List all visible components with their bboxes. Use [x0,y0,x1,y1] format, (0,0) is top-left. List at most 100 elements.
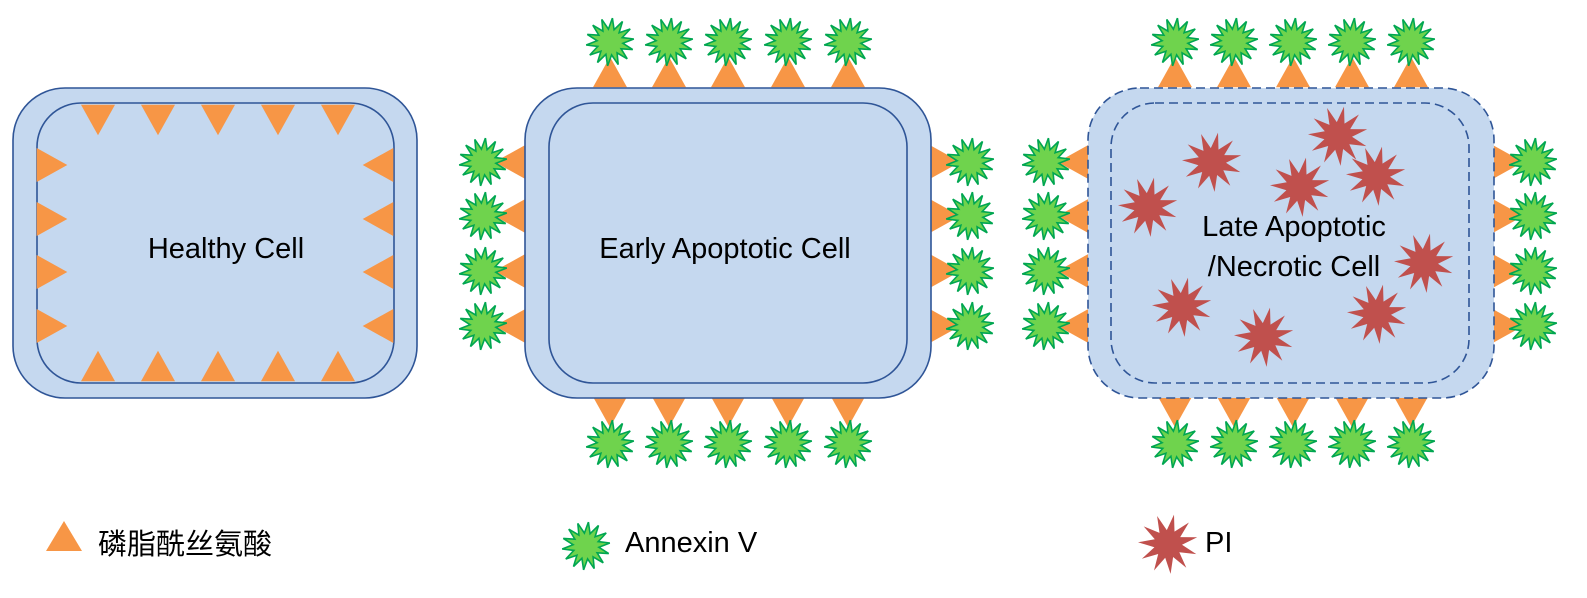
ps-triangle-icon [1158,396,1192,428]
ps-triangle-icon [494,199,526,233]
ps-triangle-icon [36,202,68,236]
annexin-v-starburst-icon [945,301,995,351]
ps-triangle-icon [1492,199,1524,233]
annexin-v-starburst-icon [1327,17,1377,67]
ps-triangle-icon [362,255,394,289]
legend-annexin-v-label: Annexin V [625,527,758,559]
ps-triangle-icon [1217,56,1251,88]
pi-starburst-icon [1347,284,1407,344]
ps-triangle-icon [321,350,355,382]
ps-triangle-icon [261,350,295,382]
ps-triangle-icon [929,199,961,233]
annexin-v-starburst-icon [458,137,508,187]
ps-triangle-icon [81,104,115,136]
annexin-v-starburst-icon [458,191,508,241]
ps-triangle-icon [81,350,115,382]
annexin-v-starburst-icon [1327,419,1377,469]
ps-triangle-icon [652,396,686,428]
pi-starburst-icon [1346,146,1406,206]
annexin-v-starburst-icon [1021,246,1071,296]
ps-triangle-icon [1057,199,1089,233]
annexin-v-starburst-icon [763,17,813,67]
ps-triangle-icon [261,104,295,136]
pi-starburst-icon [1152,277,1212,337]
ps-triangle-icon [201,104,235,136]
annexin-v-starburst-icon [561,521,611,571]
ps-triangle-icon [1335,56,1369,88]
ps-triangle-icon [929,309,961,343]
annexin-v-starburst-icon [644,419,694,469]
annexin-v-starburst-icon [703,419,753,469]
ps-triangle-icon [141,104,175,136]
annexin-v-starburst-icon [1386,419,1436,469]
ps-triangle-icon [1057,254,1089,288]
ps-triangle-icon [1217,396,1251,428]
ps-triangle-icon [771,396,805,428]
ps-triangle-icon [1335,396,1369,428]
ps-triangle-icon [1394,56,1428,88]
annexin-v-starburst-icon [458,246,508,296]
annexin-v-starburst-icon [945,137,995,187]
ps-triangle-icon [1492,309,1524,343]
ps-triangle-icon [494,309,526,343]
early-cell-label: Early Apoptotic Cell [599,233,850,265]
annexin-v-starburst-icon [1508,191,1558,241]
pi-starburst-icon [1234,307,1294,367]
ps-triangle-icon [652,56,686,88]
healthy-cell-label: Healthy Cell [148,233,304,265]
late-apoptotic-necrotic-cell: Late Apoptotic /Necrotic Cell [1021,17,1558,469]
healthy-cell: Healthy Cell [12,87,418,399]
ps-triangle-icon [36,309,68,343]
late-cell-label-line1: Late Apoptotic [1202,211,1386,243]
ps-triangle-icon [1492,254,1524,288]
legend-phosphatidylserine-label: 磷脂酰丝氨酸 [98,528,272,561]
ps-triangle-icon [771,56,805,88]
annexin-v-starburst-icon [945,246,995,296]
ps-triangle-icon [1057,145,1089,179]
legend-red-starburst-icon [1138,514,1198,574]
ps-triangle-icon [1158,56,1192,88]
late-ps-group [1057,56,1524,428]
pi-starburst-icon [1394,233,1454,293]
pi-starburst-icon [1308,106,1368,166]
legend-pi-label: PI [1205,527,1232,559]
ps-triangle-icon [711,396,745,428]
pi-starburst-icon [1118,177,1178,237]
ps-triangle-icon [1057,309,1089,343]
late-annexin-group [1021,17,1558,469]
ps-triangle-icon [141,350,175,382]
ps-triangle-icon [929,254,961,288]
pi-starburst-icon [1182,132,1242,192]
annexin-v-starburst-icon [703,17,753,67]
annexin-v-starburst-icon [823,419,873,469]
ps-triangle-icon [494,145,526,179]
ps-triangle-icon [593,396,627,428]
ps-triangle-icon [831,396,865,428]
annexin-v-starburst-icon [763,419,813,469]
late-cell-label-line2: /Necrotic Cell [1208,251,1380,283]
ps-triangle-icon [711,56,745,88]
ps-triangle-icon [1492,145,1524,179]
legend: 磷脂酰丝氨酸 Annexin V PI [46,514,1232,574]
annexin-v-starburst-icon [585,419,635,469]
legend-green-starburst-icon [561,521,611,571]
annexin-v-starburst-icon [1268,419,1318,469]
early-apoptotic-cell: Early Apoptotic Cell [458,17,995,469]
ps-triangle-icon [362,148,394,182]
annexin-v-starburst-icon [1021,191,1071,241]
annexin-v-starburst-icon [1386,17,1436,67]
annexin-v-starburst-icon [1508,137,1558,187]
ps-triangle-icon [362,309,394,343]
early-ps-group [494,56,961,428]
annexin-v-starburst-icon [1508,301,1558,351]
ps-triangle-icon [1276,396,1310,428]
annexin-v-starburst-icon [585,17,635,67]
healthy-ps-group [36,104,394,382]
ps-triangle-icon [1276,56,1310,88]
ps-triangle-icon [201,350,235,382]
annexin-v-starburst-icon [1508,246,1558,296]
annexin-v-starburst-icon [1150,17,1200,67]
early-annexin-group [458,17,995,469]
annexin-v-starburst-icon [1209,419,1259,469]
